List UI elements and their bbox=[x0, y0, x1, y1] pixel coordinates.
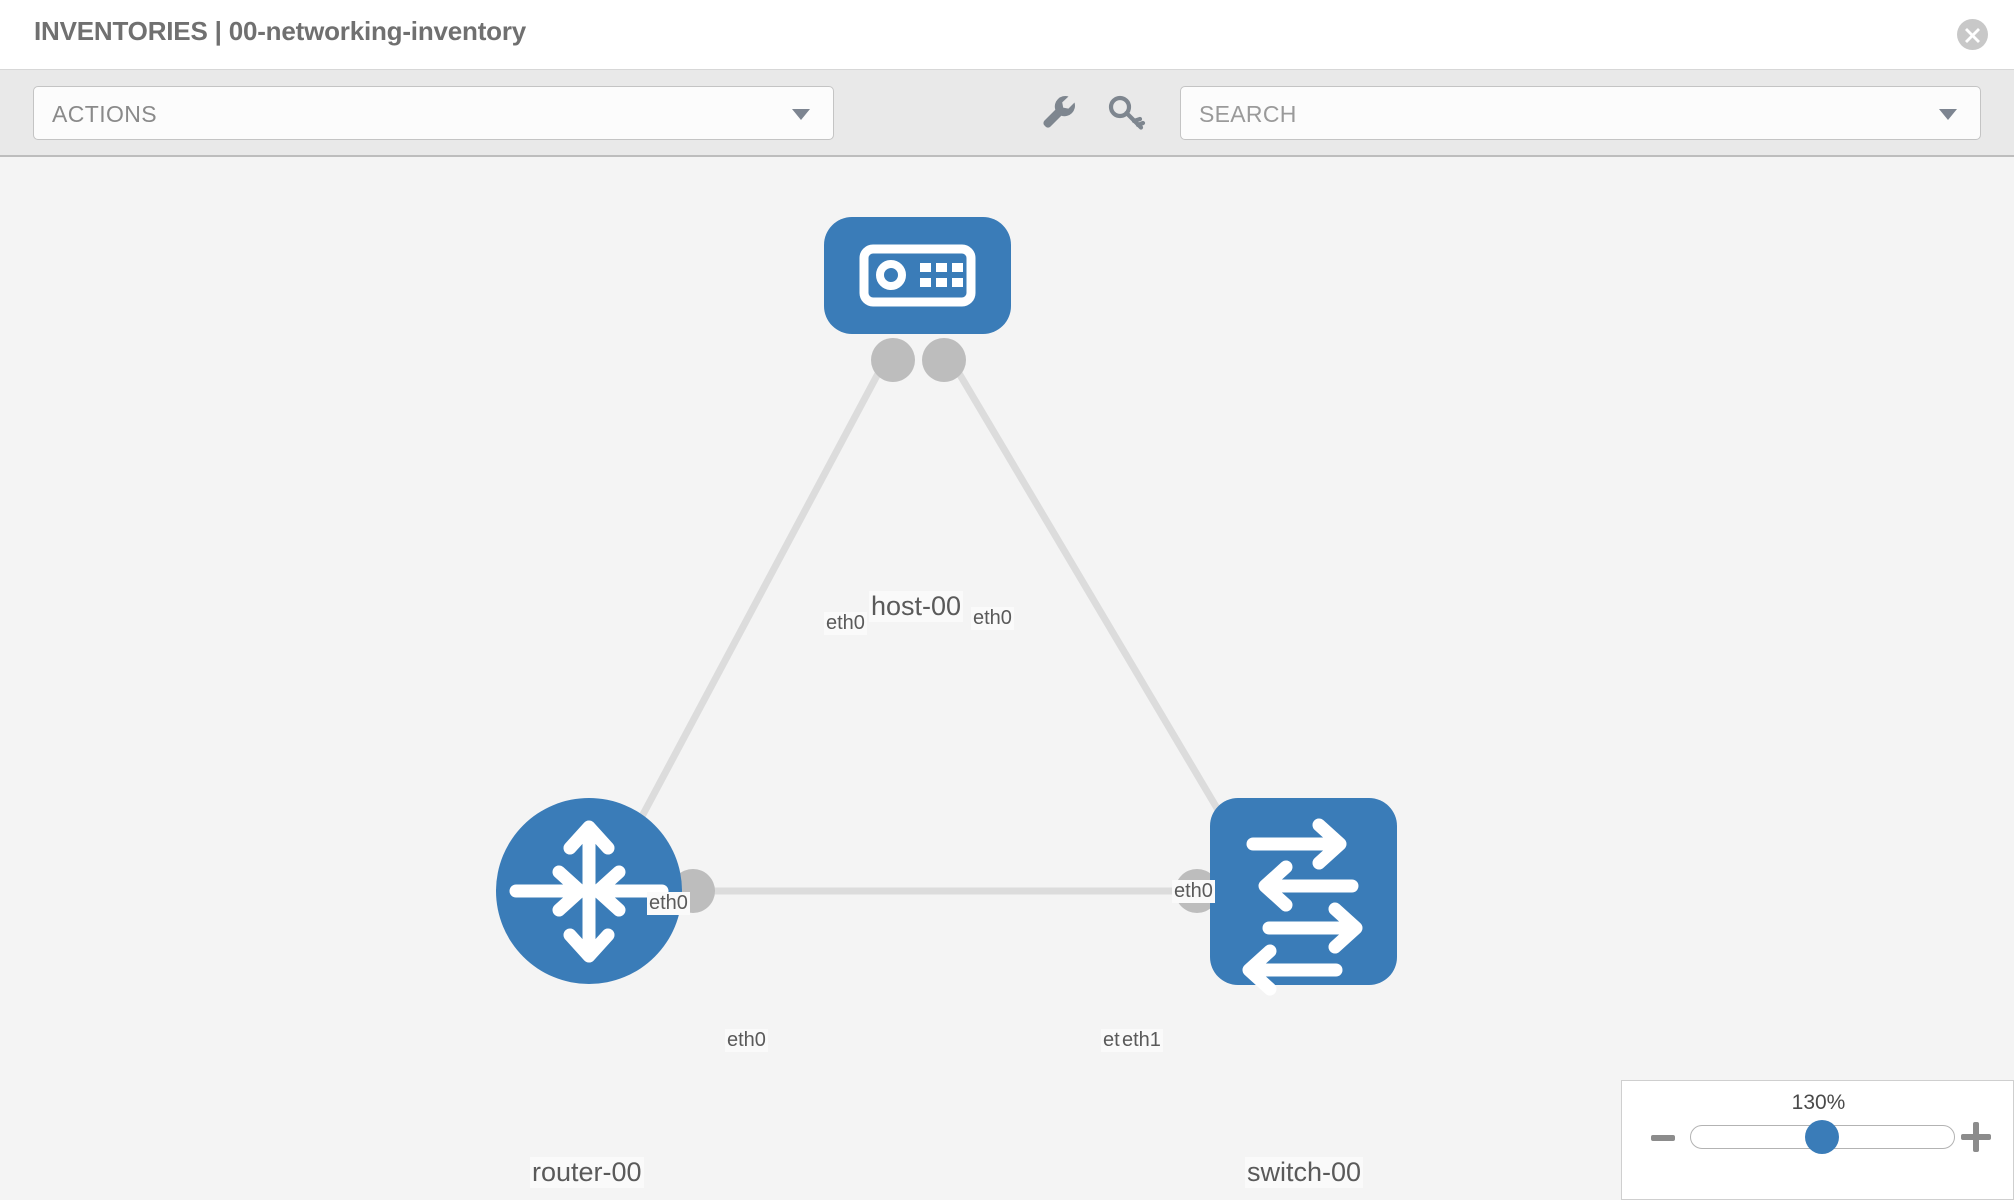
node-label-router-00: router-00 bbox=[530, 1157, 644, 1188]
toolbar: ACTIONS SEARCH bbox=[0, 70, 2014, 157]
zoom-control-panel: 130% bbox=[1621, 1080, 2014, 1200]
iface-label: eth0 bbox=[725, 1029, 768, 1052]
topology-graph bbox=[496, 217, 1397, 996]
iface-label: eth0 bbox=[647, 892, 690, 915]
actions-dropdown-label: ACTIONS bbox=[52, 101, 158, 127]
node-label-host-00: host-00 bbox=[869, 591, 964, 622]
wrench-icon[interactable] bbox=[1035, 88, 1083, 136]
chevron-down-icon bbox=[792, 109, 810, 120]
iface-label: eth1 bbox=[1120, 1029, 1163, 1052]
exchange-arrows-icon bbox=[1242, 818, 1363, 996]
node-label-switch-00: switch-00 bbox=[1245, 1157, 1364, 1188]
port-marker bbox=[871, 338, 915, 382]
page-title: INVENTORIES | 00-networking-inventory bbox=[34, 16, 527, 46]
port-marker bbox=[922, 338, 966, 382]
iface-label: eth0 bbox=[1172, 880, 1215, 903]
iface-label: eth0 bbox=[971, 607, 1014, 630]
node-host-00[interactable] bbox=[824, 217, 1011, 334]
actions-dropdown[interactable]: ACTIONS bbox=[33, 86, 834, 140]
app-header: INVENTORIES | 00-networking-inventory bbox=[0, 0, 2014, 70]
link-host-switch bbox=[943, 351, 1244, 849]
chevron-down-icon[interactable] bbox=[1939, 109, 1957, 120]
node-router-00[interactable] bbox=[496, 798, 682, 984]
zoom-slider-thumb[interactable] bbox=[1805, 1120, 1839, 1154]
iface-label: eth0 bbox=[824, 612, 867, 635]
plus-icon[interactable] bbox=[1961, 1122, 1991, 1152]
topology-canvas[interactable]: router-00 host-00 switch-00 eth0 eth0 et… bbox=[0, 157, 2014, 1200]
search-placeholder: SEARCH bbox=[1199, 101, 1297, 127]
minus-icon[interactable] bbox=[1651, 1135, 1675, 1141]
close-icon[interactable] bbox=[1957, 19, 1988, 50]
node-switch-00[interactable] bbox=[1210, 798, 1397, 996]
four-way-arrow-icon bbox=[509, 820, 669, 963]
zoom-level-value: 130% bbox=[1791, 1091, 1846, 1114]
key-icon[interactable] bbox=[1103, 88, 1151, 136]
link-host-router bbox=[611, 351, 893, 869]
search-input[interactable]: SEARCH bbox=[1180, 86, 1981, 140]
server-icon bbox=[859, 244, 976, 307]
